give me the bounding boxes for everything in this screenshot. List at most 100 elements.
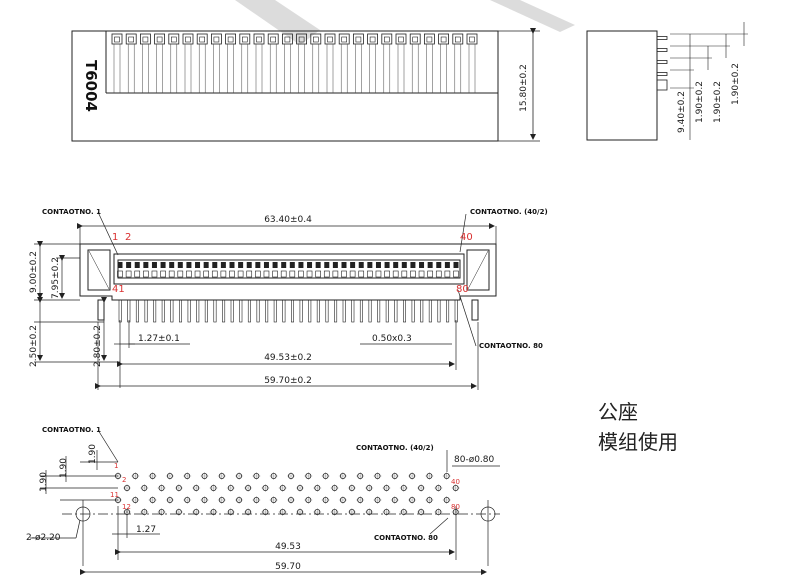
front-dimensions [34, 211, 497, 390]
front-contact-1-label: CONTAOTNO. 1 [42, 208, 101, 216]
front-pin [170, 299, 174, 323]
front-pin [127, 299, 131, 323]
front-overall-width: 63.40±0.4 [264, 215, 312, 225]
front-contact-top [367, 262, 373, 268]
fp-hole-spec: 80-ø0.80 [454, 455, 495, 465]
front-pin [308, 299, 312, 323]
top-tab [196, 33, 208, 45]
front-contact-80-label: CONTAOTNO. 80 [479, 342, 543, 350]
front-contact-bottom [375, 270, 382, 278]
front-pin [118, 299, 122, 323]
fp-mount-span: 59.70 [275, 562, 301, 572]
top-tab-inner [369, 36, 376, 43]
front-contact-bottom [349, 270, 356, 278]
top-tab [310, 33, 322, 45]
front-contact-top [177, 262, 183, 268]
front-pin [359, 299, 363, 323]
top-tab-inner [185, 36, 191, 43]
front-contact-bottom [143, 270, 149, 278]
fp-contact-40-label: CONTAOTNO. (40/2) [356, 444, 434, 452]
top-height-label: 15.80±0.2 [519, 64, 529, 112]
side-pin [656, 60, 668, 64]
front-pin [230, 299, 234, 323]
top-tab-inner [426, 36, 433, 43]
fp-num-1: 1 [114, 462, 118, 470]
front-pin [153, 299, 157, 323]
front-pitch: 1.27±0.1 [138, 334, 180, 344]
front-pin [420, 299, 424, 323]
front-contact-top [350, 262, 356, 268]
top-tab [210, 33, 222, 45]
front-pin [411, 299, 415, 323]
front-num-2: 2 [125, 232, 131, 243]
front-pin [196, 299, 200, 323]
front-contact-top [263, 262, 269, 268]
front-pin [351, 299, 355, 323]
fp-contact-1-label: CONTAOTNO. 1 [42, 426, 101, 434]
top-tab [423, 33, 435, 45]
front-pin [325, 299, 329, 323]
top-tab-inner [383, 36, 390, 43]
front-contact-top [134, 262, 140, 268]
fp-num-80: 80 [451, 503, 460, 511]
top-view [71, 30, 499, 142]
front-contact-top [238, 262, 244, 268]
front-contact-bottom [401, 270, 408, 278]
front-pin [403, 299, 407, 323]
top-tab-inner [114, 36, 120, 43]
top-tab [154, 33, 166, 45]
top-tab [267, 33, 279, 45]
front-contact-bottom [263, 270, 270, 278]
front-contact-bottom [392, 270, 399, 278]
front-contact-bottom [280, 270, 287, 278]
front-pin-height-1: 2.50±0.2 [29, 325, 39, 367]
front-contact-bottom [177, 270, 184, 278]
fp-contact-80-label: CONTAOTNO. 80 [374, 534, 438, 542]
footprint-holes [114, 472, 460, 516]
front-contact-bottom [272, 270, 278, 278]
front-contact-top [186, 262, 192, 268]
front-pin [247, 299, 251, 323]
side-dim-2: 1.90±0.2 [695, 81, 705, 123]
top-tab [281, 33, 293, 45]
top-tab-inner [142, 36, 149, 43]
front-pin-span: 49.53±0.2 [264, 353, 312, 363]
front-contact-top [341, 262, 347, 268]
top-tab-inner [284, 36, 291, 43]
side-dim-1: 9.40±0.2 [677, 91, 687, 133]
top-tab-inner [341, 36, 348, 43]
front-contact-top [401, 262, 407, 268]
front-pin [394, 299, 398, 323]
front-pin [273, 299, 277, 323]
front-pin [239, 299, 243, 323]
front-pin [299, 299, 303, 323]
front-pin [161, 299, 165, 323]
front-view-contacts [117, 262, 459, 278]
front-contact-bottom [410, 270, 416, 278]
front-contact-40-label: CONTAOTNO. (40/2) [470, 208, 548, 216]
front-view-pins [118, 299, 458, 323]
front-pin [377, 299, 381, 323]
top-tab [338, 33, 350, 45]
front-contact-top [427, 262, 433, 268]
front-contact-top [324, 262, 330, 268]
front-contact-top [143, 262, 149, 268]
front-contact-top [436, 262, 442, 268]
front-pin [454, 299, 458, 323]
top-tab [466, 33, 478, 45]
front-contact-bottom [367, 270, 373, 278]
top-tab [438, 33, 450, 45]
front-contact-bottom [289, 270, 296, 278]
front-contact-bottom [237, 270, 244, 278]
top-height-dimension [498, 28, 540, 142]
front-pin-size: 0.50x0.3 [372, 334, 412, 344]
top-tab-inner [227, 36, 234, 43]
front-contact-top [444, 262, 450, 268]
front-contact-bottom [332, 270, 339, 278]
top-tab [381, 33, 393, 45]
top-tab [182, 33, 194, 45]
front-contact-bottom [444, 270, 451, 278]
front-contact-top [195, 262, 201, 268]
fp-num-40: 40 [451, 478, 460, 486]
front-pin [446, 299, 450, 323]
